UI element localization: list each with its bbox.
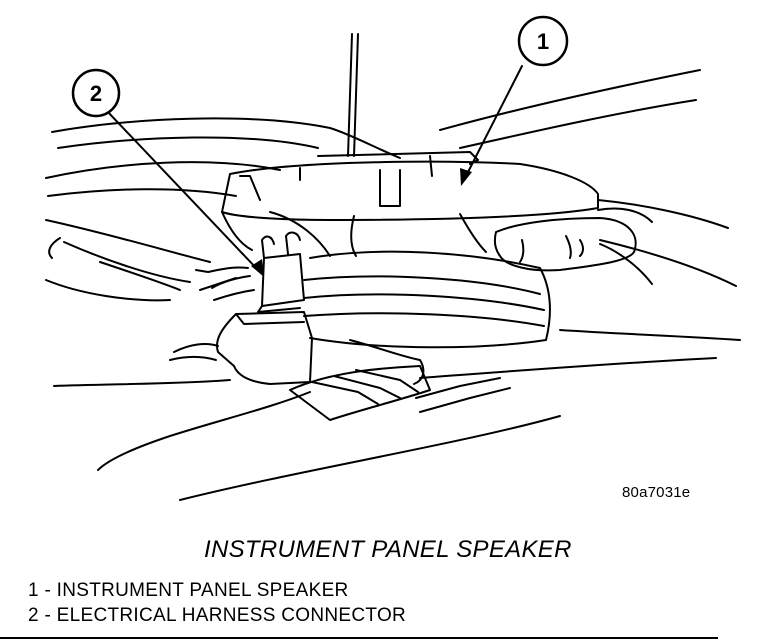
electrical-harness-connector <box>195 231 305 313</box>
callout-1: 1 <box>517 15 569 67</box>
speaker-illustration: 1 2 <box>45 15 741 501</box>
arrowhead-2 <box>251 259 264 277</box>
leader-line-2 <box>105 109 259 271</box>
callout-2: 2 <box>71 68 121 118</box>
mounting-bracket <box>169 311 511 421</box>
instrument-panel-speaker <box>221 151 599 385</box>
hand-fingers <box>493 207 653 285</box>
instrument-panel-surface <box>45 69 741 501</box>
legend-item-2: 2 - ELECTRICAL HARNESS CONNECTOR <box>28 605 407 626</box>
figure-id: 80a7031e <box>622 484 691 501</box>
arrowhead-1 <box>460 168 472 186</box>
callout-1-number: 1 <box>537 29 549 54</box>
leader-line-1 <box>465 65 523 177</box>
legend-item-1: 1 - INSTRUMENT PANEL SPEAKER <box>28 580 349 601</box>
bottom-rule <box>0 637 718 639</box>
antenna-rod <box>347 33 359 157</box>
figure-title: INSTRUMENT PANEL SPEAKER <box>204 536 572 563</box>
callout-2-number: 2 <box>90 81 102 106</box>
